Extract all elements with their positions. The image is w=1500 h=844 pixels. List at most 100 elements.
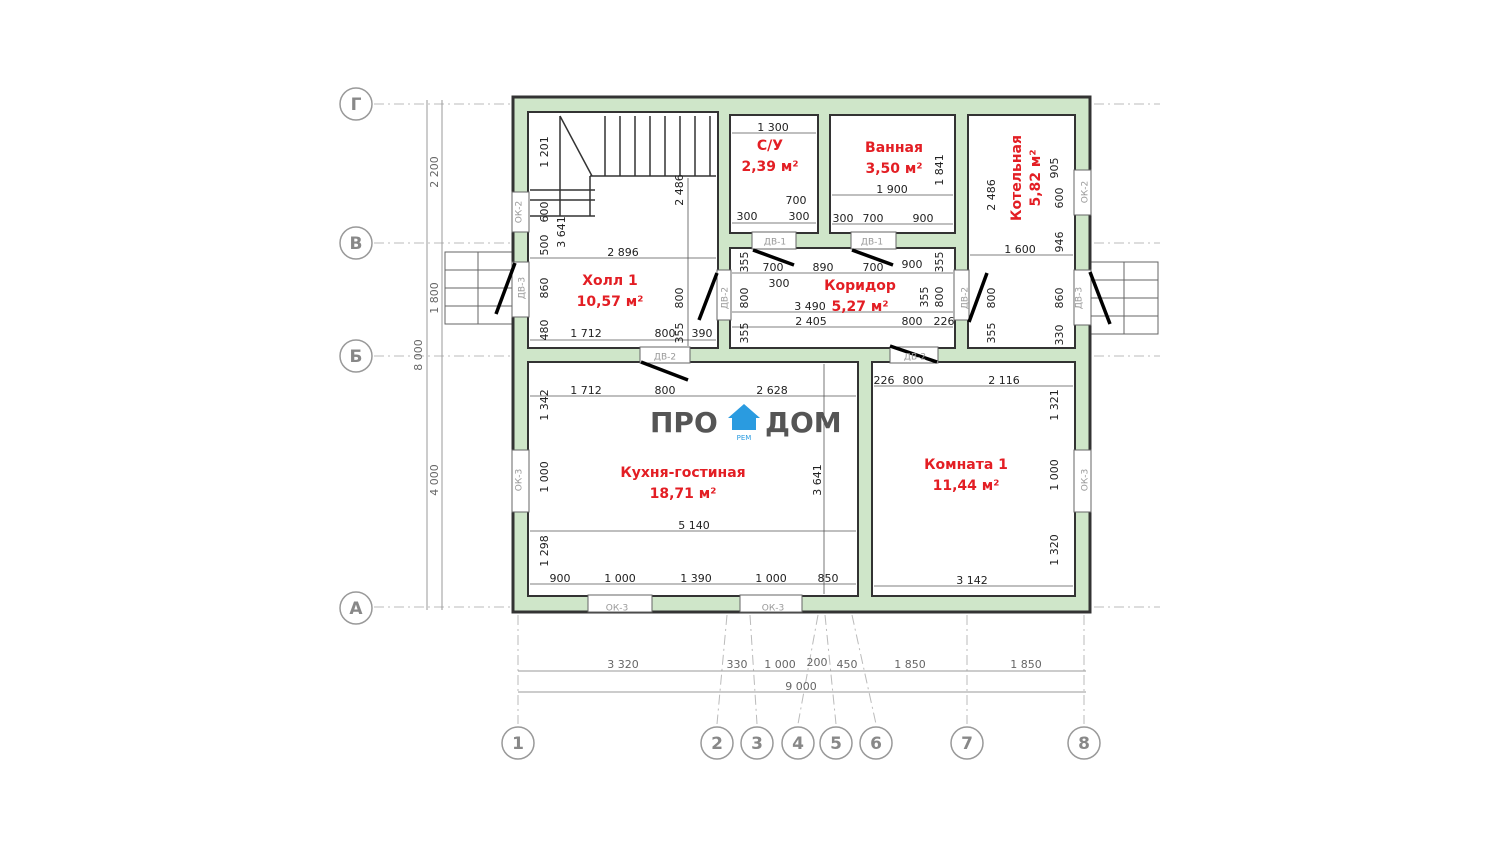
external-dimension-label: 1 850 [1010, 658, 1042, 671]
room-name: С/У [757, 138, 783, 154]
opening-tag: ОК-3 [515, 469, 525, 491]
opening-tag: ДВ-3 [518, 277, 528, 299]
axis-letter-label: Б [350, 347, 363, 367]
dimension-label: 2 896 [607, 246, 639, 259]
axis-letter-bubble [339, 226, 373, 260]
opening-tag: ДВ-2 [721, 287, 731, 309]
room-area: 11,44 м² [933, 478, 1000, 494]
dimension-label: 5 140 [678, 519, 710, 532]
opening-tag: ДВ-2 [904, 353, 926, 363]
dimension-label: 3 641 [555, 216, 568, 248]
dimension-label: 1 390 [680, 572, 712, 585]
axis-number-bubble [501, 726, 535, 760]
room-area: 2,39 м² [742, 159, 799, 175]
dimension-label: 3 641 [811, 464, 824, 496]
dimension-label: 2 405 [795, 315, 827, 328]
room-kitchen [527, 361, 859, 597]
rooms [527, 111, 1076, 597]
axis-letter-label: В [350, 234, 363, 254]
dimension-label: 1 000 [1048, 459, 1061, 491]
dimension-label: 600 [1053, 188, 1066, 209]
opening-tag: ДВ-2 [654, 353, 676, 363]
dimension-label: 800 [655, 384, 676, 397]
axis-number-label: 1 [512, 734, 524, 754]
dimension-label: 1 000 [604, 572, 636, 585]
logo-left-text: ПРО [650, 406, 718, 439]
dimension-label: 860 [538, 278, 551, 299]
opening-tag: ДВ-1 [861, 238, 883, 248]
dimension-label: 300 [769, 277, 790, 290]
dimension-label: 355 [918, 287, 931, 308]
opening-tag: ДВ-3 [1075, 287, 1085, 309]
dimension-label: 800 [902, 315, 923, 328]
dimension-lines [530, 132, 1073, 594]
dimension-label: 2 486 [985, 179, 998, 211]
porch-left [444, 251, 514, 325]
dimension-label: 700 [863, 261, 884, 274]
axis-number-bubble [819, 726, 853, 760]
dimension-label: 330 [1053, 325, 1066, 346]
dimension-label: 355 [673, 323, 686, 344]
dimension-label: 800 [985, 288, 998, 309]
dimension-label: 390 [692, 327, 713, 340]
dimension-label: 800 [738, 288, 751, 309]
dimension-label: 355 [738, 323, 751, 344]
dimension-label: 800 [903, 374, 924, 387]
room-area: 10,57 м² [577, 294, 644, 310]
logo: ПРО РЕМ ДОМ [650, 404, 842, 442]
room-area: 18,71 м² [650, 486, 717, 502]
axis-number-bubble [781, 726, 815, 760]
dimension-label: 850 [818, 572, 839, 585]
dimension-label: 900 [902, 258, 923, 271]
dimension-label: 1 600 [1004, 243, 1036, 256]
dimension-label: 500 [538, 235, 551, 256]
axis-letter-label: А [349, 599, 363, 619]
axis-number-bubble [740, 726, 774, 760]
dimension-label: 1 000 [755, 572, 787, 585]
external-dimension-label: 2 200 [428, 156, 441, 188]
axis-number-bubble [1067, 726, 1101, 760]
external-dimension-label: 450 [837, 658, 858, 671]
room-bedroom [871, 361, 1076, 597]
room-name: Котельная [1009, 135, 1025, 221]
opening-tag: ОК-3 [762, 604, 784, 614]
dimension-label: 3 490 [794, 300, 826, 313]
room-wc [729, 114, 819, 234]
logo-sub-text: РЕМ [737, 434, 752, 442]
dimension-label: 890 [813, 261, 834, 274]
axis-number-label: 5 [830, 734, 842, 754]
dimension-label: 355 [933, 252, 946, 273]
axis-number-label: 7 [961, 734, 973, 754]
openings [511, 169, 1092, 613]
dimension-label: 2 116 [988, 374, 1020, 387]
dimension-label: 600 [538, 202, 551, 223]
axis-number-bubble [700, 726, 734, 760]
room-area: 5,27 м² [832, 299, 889, 315]
external-dimension-lines [426, 100, 1086, 693]
room-corridor [729, 247, 956, 349]
external-dimension-label: 9 000 [785, 680, 817, 693]
room-name: Ванная [865, 140, 923, 156]
dimension-label: 1 712 [570, 327, 602, 340]
room-name: Кухня-гостиная [620, 465, 745, 481]
dimension-label: 3 142 [956, 574, 988, 587]
dimension-label: 1 201 [538, 136, 551, 168]
opening-tag: ДВ-1 [764, 238, 786, 248]
axis-number-label: 3 [751, 734, 763, 754]
room-name: Комната 1 [924, 457, 1008, 473]
dimension-label: 2 486 [673, 174, 686, 206]
opening-tag: ОК-3 [606, 604, 628, 614]
dimension-label: 226 [874, 374, 895, 387]
opening-tag: ДВ-2 [961, 287, 971, 309]
axis-number-bubble [859, 726, 893, 760]
axis-number-label: 2 [711, 734, 723, 754]
door-leaves [494, 248, 1112, 382]
dimension-label: 700 [786, 194, 807, 207]
dimension-label: 905 [1048, 158, 1061, 179]
axis-letter-bubble [339, 591, 373, 625]
dimension-label: 900 [913, 212, 934, 225]
axis-letter-bubble [339, 87, 373, 121]
dimension-label: 226 [934, 315, 955, 328]
axis-letter-label: Г [351, 95, 362, 115]
